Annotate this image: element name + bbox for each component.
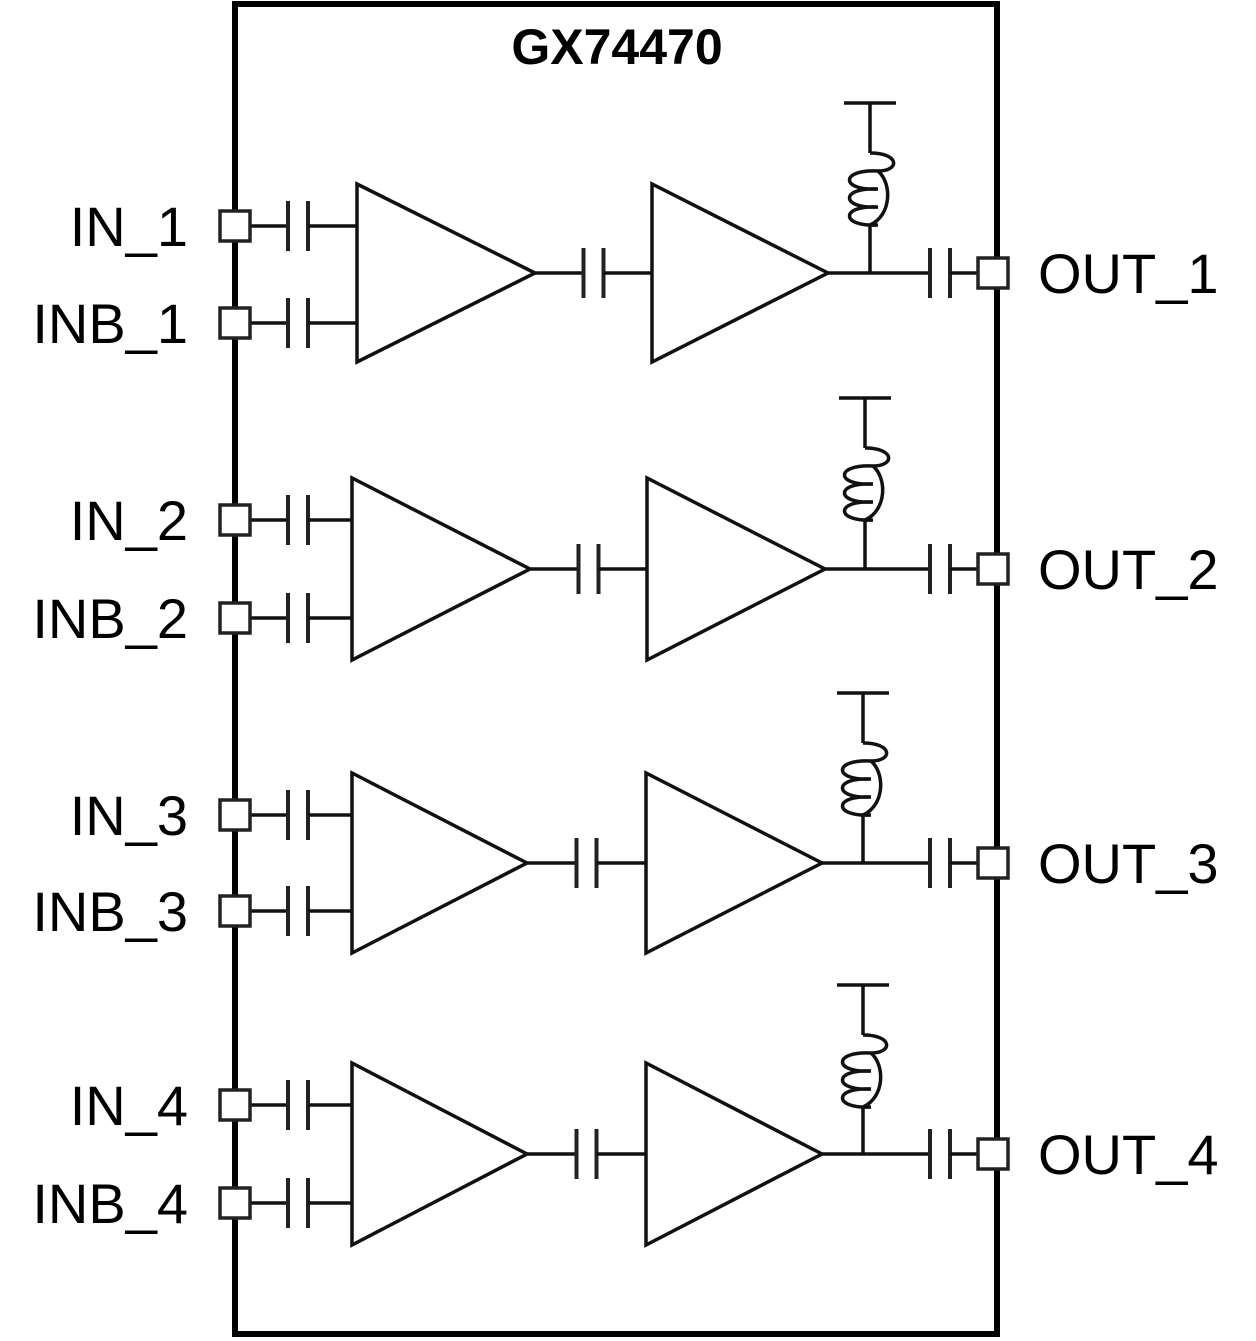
output-amplifier xyxy=(644,770,826,956)
inb-pin xyxy=(218,601,252,635)
input-amplifier xyxy=(350,770,531,956)
inb-pin-label: INB_1 xyxy=(32,292,188,355)
inb-pin xyxy=(218,1186,252,1220)
output-amplifier xyxy=(650,181,832,365)
inductor-coil xyxy=(840,741,889,817)
chip-title: GX74470 xyxy=(511,19,722,75)
in-pin-label: IN_2 xyxy=(70,489,188,552)
output-amplifier xyxy=(645,475,829,663)
inb-coupling-capacitor xyxy=(286,298,310,348)
out-pin-label: OUT_2 xyxy=(1038,538,1219,601)
inb-coupling-capacitor xyxy=(286,593,310,643)
interstage-capacitor xyxy=(581,248,606,298)
inb-pin xyxy=(218,894,252,928)
in-pin xyxy=(218,1088,252,1122)
in-coupling-capacitor xyxy=(286,201,310,251)
in-coupling-capacitor xyxy=(286,790,310,840)
out-pin xyxy=(976,552,1010,586)
output-coupling-capacitor xyxy=(928,838,952,888)
chip-outline xyxy=(232,1,1000,1337)
output-coupling-capacitor xyxy=(928,1129,952,1179)
out-pin-label: OUT_1 xyxy=(1038,242,1219,305)
interstage-capacitor xyxy=(576,544,601,594)
channels: IN_1INB_1OUT_1IN_2INB_2OUT_2IN_3INB_3OUT… xyxy=(32,101,1219,1248)
in-pin-label: IN_3 xyxy=(70,784,188,847)
in-pin xyxy=(218,209,252,243)
in-pin-label: IN_4 xyxy=(70,1074,188,1137)
in-coupling-capacitor xyxy=(286,1080,310,1130)
in-pin xyxy=(218,503,252,537)
in-pin-label: IN_1 xyxy=(70,195,188,258)
out-pin-label: OUT_3 xyxy=(1038,832,1219,895)
out-pin xyxy=(976,256,1010,290)
inductor-coil xyxy=(847,151,896,227)
inb-coupling-capacitor xyxy=(286,886,310,936)
inb-pin-label: INB_4 xyxy=(32,1172,188,1235)
input-amplifier xyxy=(350,1060,531,1248)
out-pin-label: OUT_4 xyxy=(1038,1123,1219,1186)
inductor-coil xyxy=(840,1033,889,1109)
inductor-coil xyxy=(842,446,891,522)
input-amplifier xyxy=(350,475,534,663)
inb-pin-label: INB_3 xyxy=(32,880,188,943)
out-pin xyxy=(976,1137,1010,1171)
inb-coupling-capacitor xyxy=(286,1178,310,1228)
output-amplifier xyxy=(644,1060,826,1248)
output-coupling-capacitor xyxy=(928,248,952,298)
in-pin xyxy=(218,798,252,832)
input-amplifier xyxy=(355,181,539,365)
inb-pin xyxy=(218,306,252,340)
inb-pin-label: INB_2 xyxy=(32,587,188,650)
output-coupling-capacitor xyxy=(928,544,952,594)
interstage-capacitor xyxy=(574,1129,599,1179)
interstage-capacitor xyxy=(574,838,599,888)
in-coupling-capacitor xyxy=(286,495,310,545)
out-pin xyxy=(976,846,1010,880)
